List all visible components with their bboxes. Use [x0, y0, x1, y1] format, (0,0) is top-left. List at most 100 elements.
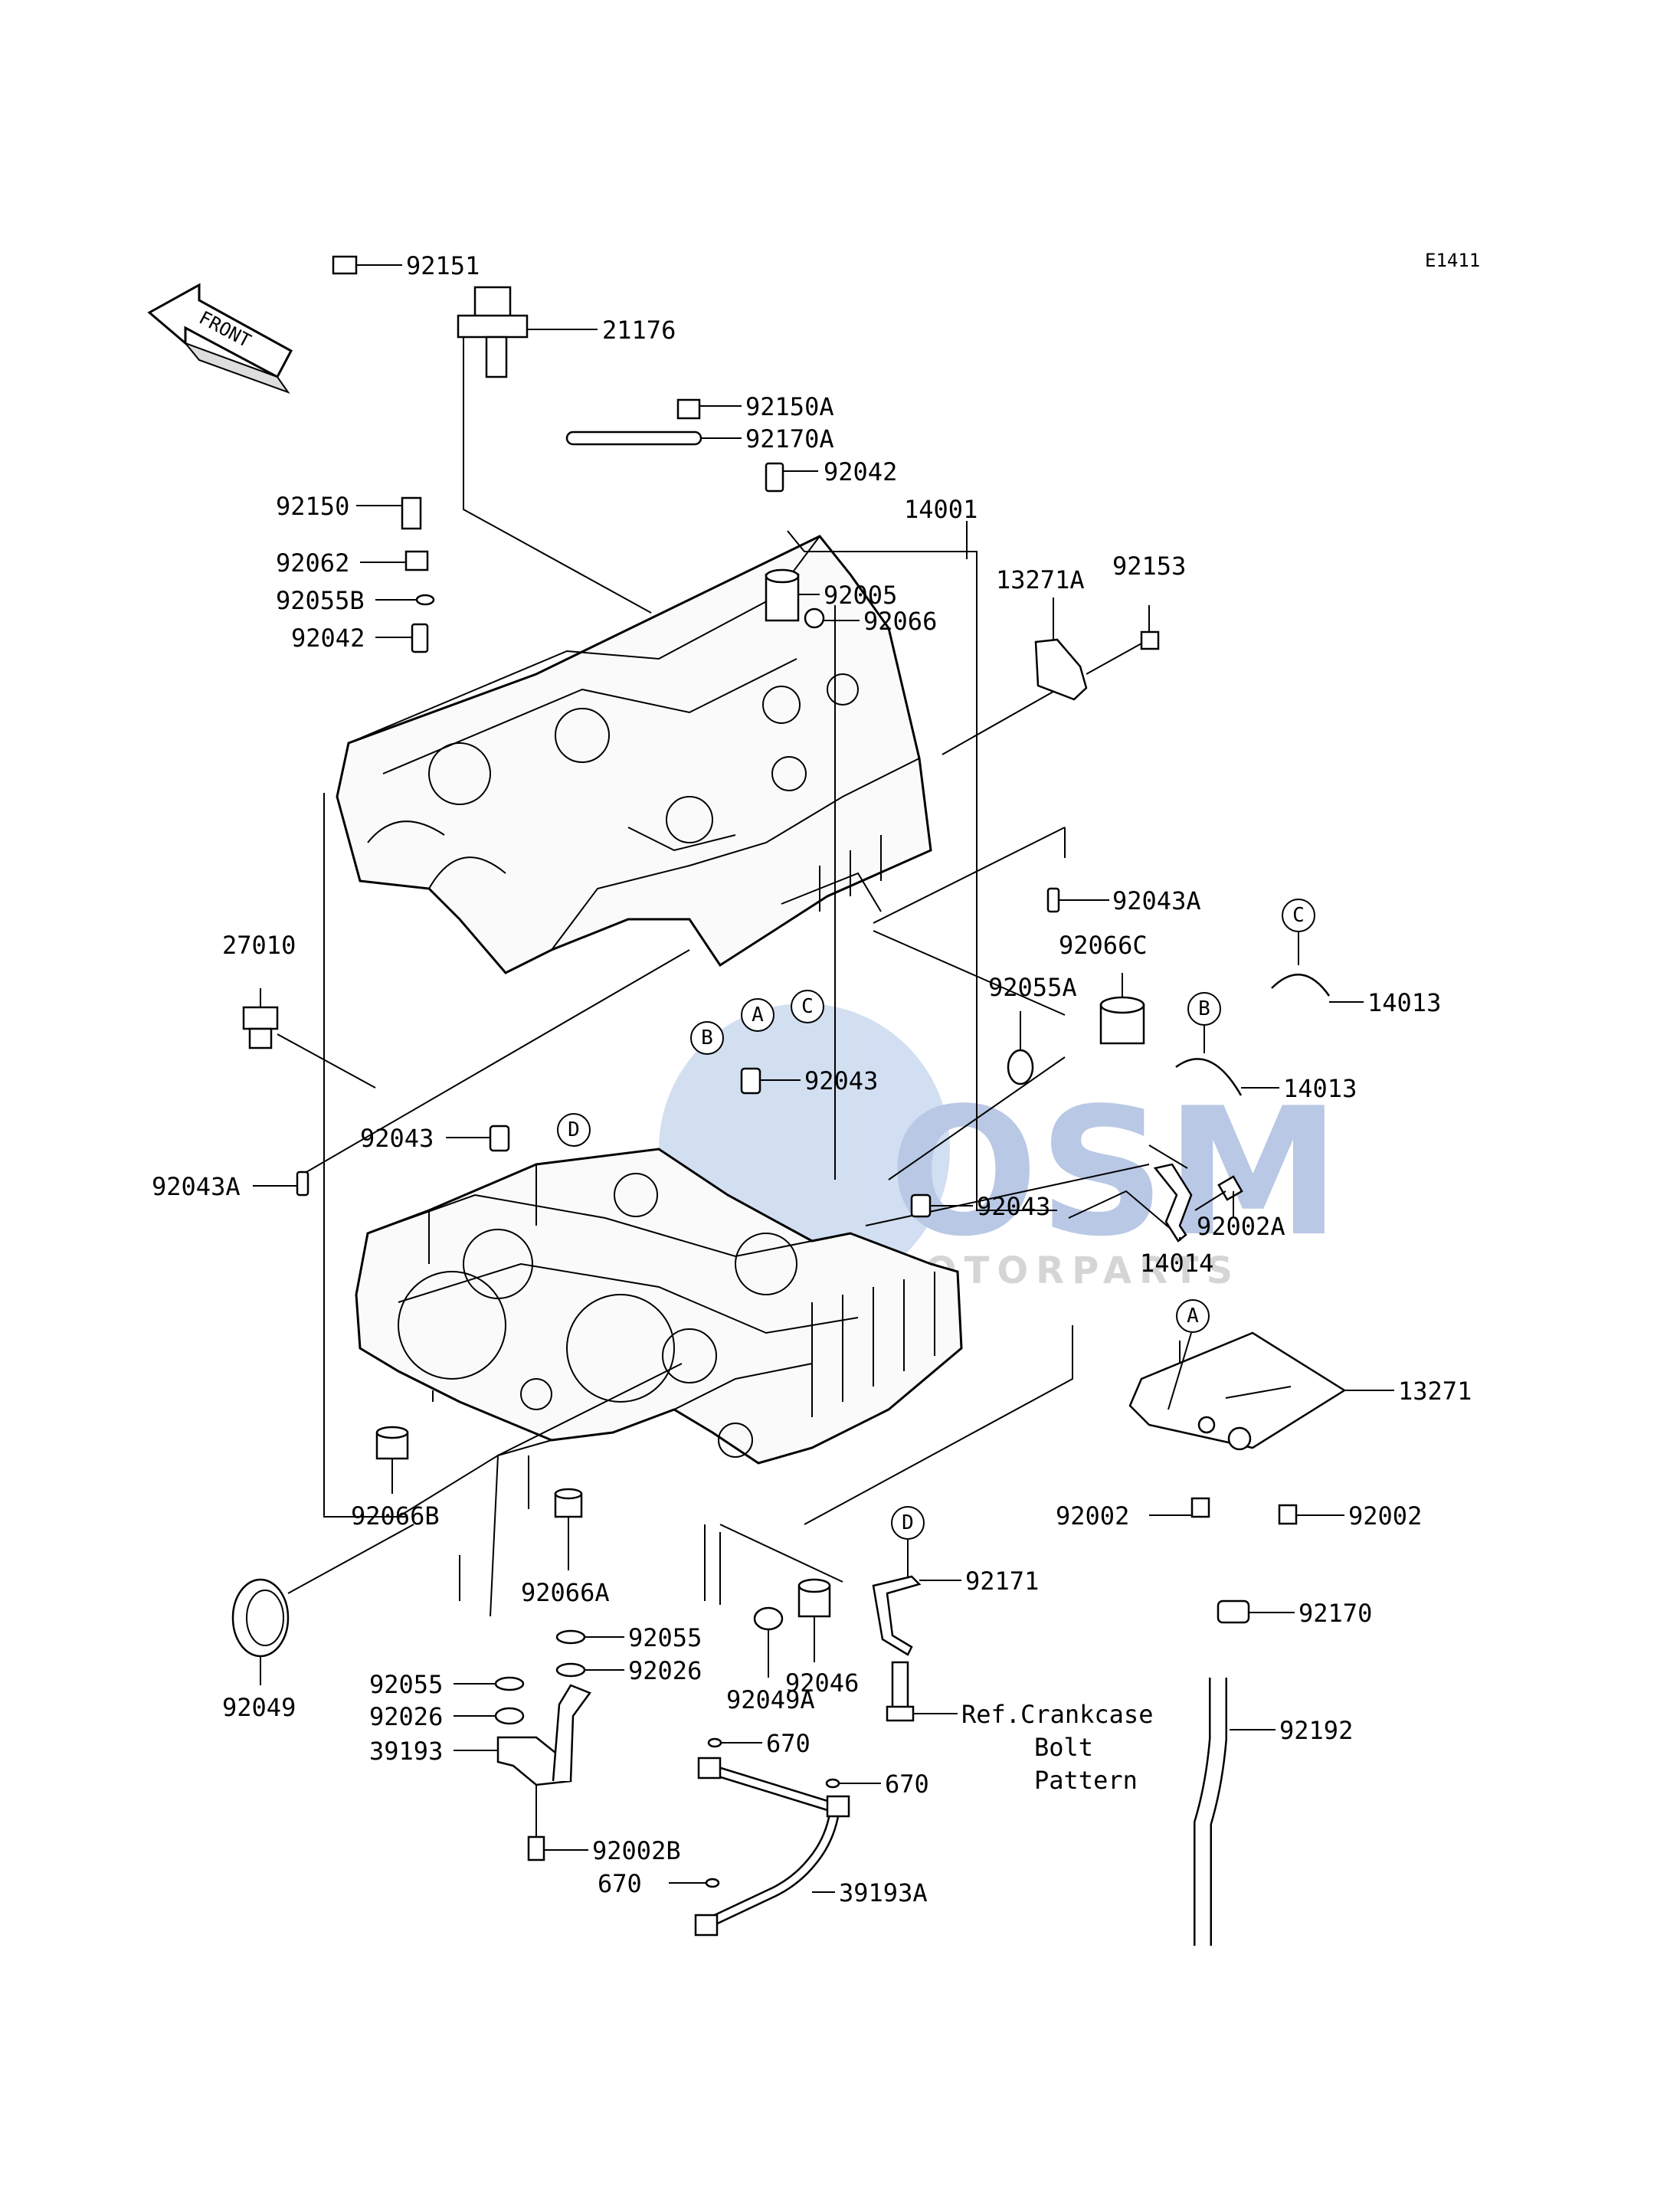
lower-crankcase [355, 1148, 963, 1465]
label-92043-mid: 92043 [804, 1066, 878, 1095]
part-92170[interactable]: 92170 [1217, 1599, 1372, 1628]
label-92066: 92066 [863, 607, 937, 636]
ref-circle-b-2: B [1187, 992, 1221, 1026]
part-92042-left[interactable]: 92042 [291, 623, 429, 653]
part-92066B[interactable]: 92066B [351, 1426, 440, 1531]
svg-text:A: A [752, 1004, 764, 1026]
front-arrow-icon: FRONT [147, 283, 293, 395]
part-670-c[interactable]: 670 [598, 1869, 720, 1898]
svg-text:B: B [1198, 997, 1210, 1020]
label-92062: 92062 [276, 548, 349, 578]
label-92043-left: 92043 [360, 1124, 434, 1153]
label-670-a: 670 [766, 1729, 811, 1758]
label-92055B: 92055B [276, 586, 365, 615]
part-92055A[interactable]: 92055A [988, 973, 1077, 1085]
label-92150A: 92150A [745, 392, 834, 421]
part-39193A[interactable]: 39193A [694, 1757, 928, 1937]
part-92066C[interactable]: 92066C [1059, 931, 1148, 1045]
part-92046[interactable]: 92046 [785, 1578, 859, 1698]
label-14013-c: 14013 [1367, 988, 1441, 1017]
part-92026-upper[interactable]: 92026 [555, 1656, 702, 1685]
part-92150A[interactable]: 92150A [676, 392, 834, 421]
label-92066C: 92066C [1059, 931, 1148, 960]
ref-circle-a-1: A [741, 998, 775, 1032]
part-92002-left[interactable]: 92002 [1056, 1497, 1210, 1531]
label-14013-b: 14013 [1283, 1074, 1357, 1103]
part-92043-mid[interactable]: 92043 [740, 1066, 878, 1095]
label-92002B: 92002B [592, 1836, 681, 1865]
part-92192[interactable]: 92192 [1194, 1678, 1353, 1946]
label-92170: 92170 [1298, 1599, 1372, 1628]
part-14013-b[interactable]: 14013 [1175, 1025, 1357, 1103]
part-92153[interactable]: 92153 [1086, 552, 1186, 675]
diagram-code: E1411 [1425, 250, 1480, 271]
part-92043A-right[interactable]: 92043A [1046, 886, 1201, 915]
label-14014: 14014 [1140, 1249, 1213, 1278]
part-92066[interactable]: 92066 [804, 607, 937, 636]
crankcase-bolt[interactable] [886, 1661, 958, 1722]
label-92002-left: 92002 [1056, 1501, 1129, 1531]
part-92062[interactable]: 92062 [276, 548, 429, 578]
part-plate-pipe [1220, 1447, 1239, 1593]
part-14001[interactable]: 14001 [904, 495, 978, 559]
part-92042-top[interactable]: 92042 [765, 457, 897, 493]
label-21176: 21176 [602, 316, 676, 345]
part-14013-c[interactable]: 14013 [1271, 932, 1441, 1017]
part-92066A[interactable]: 92066A [521, 1488, 610, 1607]
svg-text:Bolt: Bolt [1034, 1733, 1093, 1762]
ref-circle-a-2: A [1176, 1299, 1210, 1333]
label-92046: 92046 [785, 1668, 859, 1698]
label-92026-left: 92026 [369, 1702, 443, 1731]
part-13271[interactable]: 13271 [1128, 1331, 1472, 1451]
label-92043-right: 92043 [977, 1192, 1050, 1221]
part-92005[interactable]: 92005 [765, 568, 897, 622]
part-39193[interactable]: 39193 [369, 1684, 591, 1786]
ref-circle-d-1: D [557, 1113, 591, 1147]
part-27010[interactable]: 27010 [222, 931, 376, 1089]
part-92055-upper[interactable]: 92055 [555, 1623, 702, 1652]
label-14001: 14001 [904, 495, 978, 524]
label-92171: 92171 [965, 1567, 1039, 1596]
label-92153: 92153 [1112, 552, 1186, 581]
part-92055-left[interactable]: 92055 [369, 1670, 525, 1699]
part-14014[interactable]: 14014 [1140, 1163, 1213, 1278]
label-92002A: 92002A [1197, 1212, 1285, 1241]
part-670-b[interactable]: 670 [825, 1770, 929, 1799]
svg-text:Pattern: Pattern [1034, 1766, 1138, 1795]
part-92151[interactable]: 92151 [332, 251, 480, 280]
label-92002-right: 92002 [1348, 1501, 1422, 1531]
part-13271A[interactable]: 13271A [996, 565, 1088, 701]
part-92150[interactable]: 92150 [276, 492, 422, 530]
part-92049A[interactable]: 92049A [726, 1606, 815, 1714]
frame-lines [306, 320, 1188, 1617]
part-92049[interactable]: 92049 [222, 1524, 414, 1722]
label-92066B: 92066B [351, 1501, 440, 1531]
part-92171[interactable]: 92171 [872, 1539, 1039, 1656]
part-92043A-left[interactable]: 92043A [152, 1171, 309, 1201]
part-92026-left[interactable]: 92026 [369, 1702, 525, 1731]
label-92055A: 92055A [988, 973, 1077, 1002]
label-13271A: 13271A [996, 565, 1085, 594]
part-92002A[interactable]: 92002A [1194, 1175, 1285, 1241]
part-92043-left[interactable]: 92043 [360, 1124, 510, 1153]
label-92170A: 92170A [745, 424, 834, 453]
part-92002-right[interactable]: 92002 [1278, 1501, 1422, 1531]
label-92049: 92049 [222, 1693, 296, 1722]
label-27010: 27010 [222, 931, 296, 960]
label-92055-left: 92055 [369, 1670, 443, 1699]
label-92043A-left: 92043A [152, 1172, 241, 1201]
part-670-a[interactable]: 670 [707, 1729, 811, 1758]
part-21176[interactable]: 21176 [457, 286, 676, 378]
watermark-logo: OSM [889, 1071, 1341, 1275]
ref-circle-c-1: C [791, 990, 824, 1023]
label-92055-upper: 92055 [628, 1623, 702, 1652]
label-92026-upper: 92026 [628, 1656, 702, 1685]
label-92150: 92150 [276, 492, 349, 521]
part-92170A[interactable]: 92170A [565, 424, 834, 453]
part-92043-right[interactable]: 92043 [910, 1192, 1050, 1221]
part-92055B[interactable]: 92055B [276, 586, 435, 615]
svg-text:D: D [568, 1118, 580, 1141]
part-92002B[interactable]: 92002B [527, 1785, 681, 1865]
label-670-c: 670 [598, 1869, 642, 1898]
